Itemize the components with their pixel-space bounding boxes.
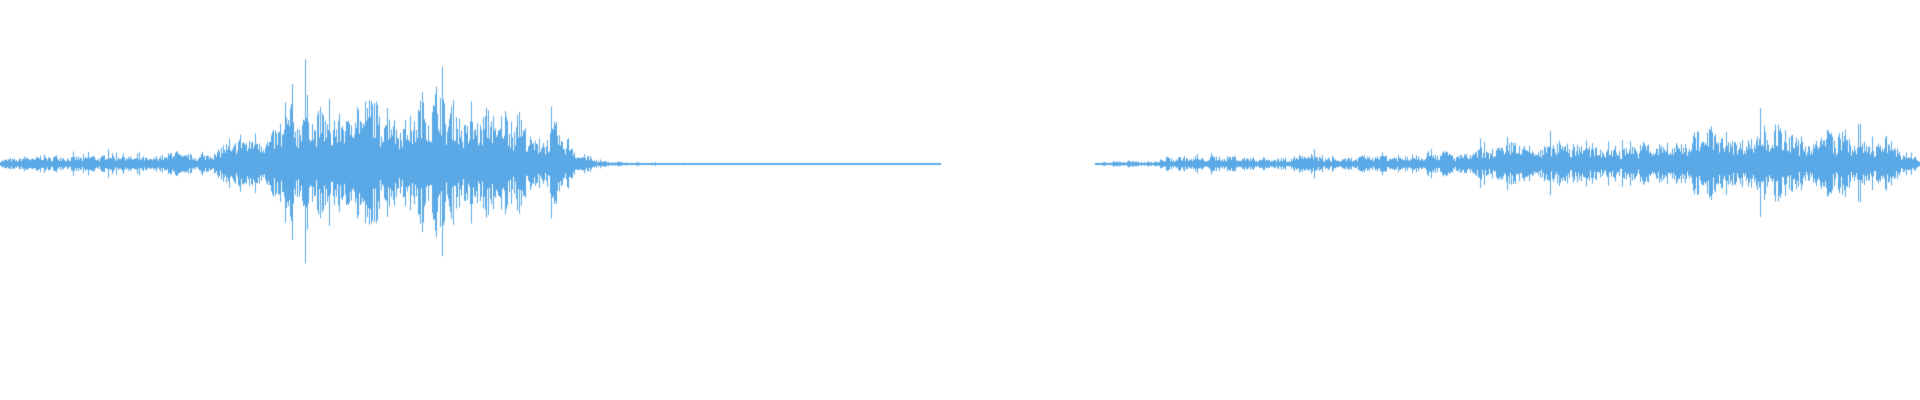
audio-waveform [0, 0, 1920, 400]
